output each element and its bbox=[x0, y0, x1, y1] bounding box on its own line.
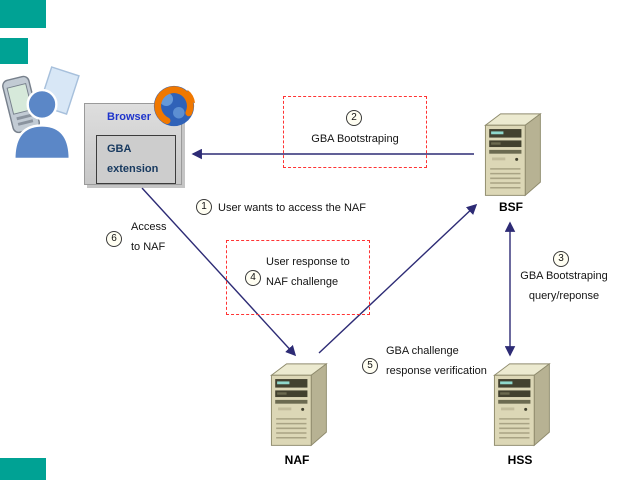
step5-label: GBA challenge response verification bbox=[386, 341, 487, 381]
arrow-naf-to-bsf bbox=[318, 203, 478, 354]
step4-label-line1: User response to bbox=[266, 256, 350, 268]
gba-extension-box: GBA extension bbox=[96, 135, 176, 184]
step3-label-line1: GBA Bootstraping bbox=[520, 270, 608, 282]
naf-label: NAF bbox=[284, 453, 310, 467]
step5-badge: 5 bbox=[362, 358, 378, 374]
step3-label-line2: query/reponse bbox=[528, 290, 600, 302]
step4-dashed-box bbox=[226, 240, 370, 315]
naf-server-icon bbox=[262, 362, 332, 452]
bsf-server-icon bbox=[476, 112, 546, 202]
step3-badge: 3 bbox=[553, 251, 569, 267]
step2-badge: 2 bbox=[346, 110, 362, 126]
hss-label: HSS bbox=[507, 453, 533, 467]
gba-extension-line1: GBA bbox=[107, 143, 132, 155]
corner-accent-left bbox=[0, 38, 28, 64]
browser-title: Browser bbox=[107, 111, 152, 123]
step6-label: Access to NAF bbox=[131, 217, 166, 257]
step2-label: GBA Bootstraping bbox=[311, 133, 399, 145]
gba-extension-line2: extension bbox=[107, 163, 159, 175]
step5-label-line2: response verification bbox=[386, 365, 487, 377]
corner-accent-bottom bbox=[0, 458, 46, 480]
step6-label-line1: Access bbox=[131, 221, 167, 233]
step4-badge: 4 bbox=[245, 270, 261, 286]
firefox-icon bbox=[151, 83, 197, 129]
step1-label: User wants to access the NAF bbox=[218, 202, 366, 214]
arrow-browser-to-naf bbox=[141, 187, 297, 357]
user-with-phone-icon bbox=[0, 64, 86, 164]
corner-accent-top bbox=[0, 0, 46, 28]
step2-dashed-box bbox=[283, 96, 427, 168]
bsf-label: BSF bbox=[499, 200, 523, 214]
step4-label: User response to NAF challenge bbox=[266, 252, 350, 292]
step5-label-line1: GBA challenge bbox=[386, 345, 459, 357]
step1-badge: 1 bbox=[196, 199, 212, 215]
step6-label-line2: to NAF bbox=[131, 241, 166, 253]
step3-label: GBA Bootstraping query/reponse bbox=[508, 266, 620, 306]
step4-label-line2: NAF challenge bbox=[266, 276, 339, 288]
step6-badge: 6 bbox=[106, 231, 122, 247]
hss-server-icon bbox=[485, 362, 555, 452]
